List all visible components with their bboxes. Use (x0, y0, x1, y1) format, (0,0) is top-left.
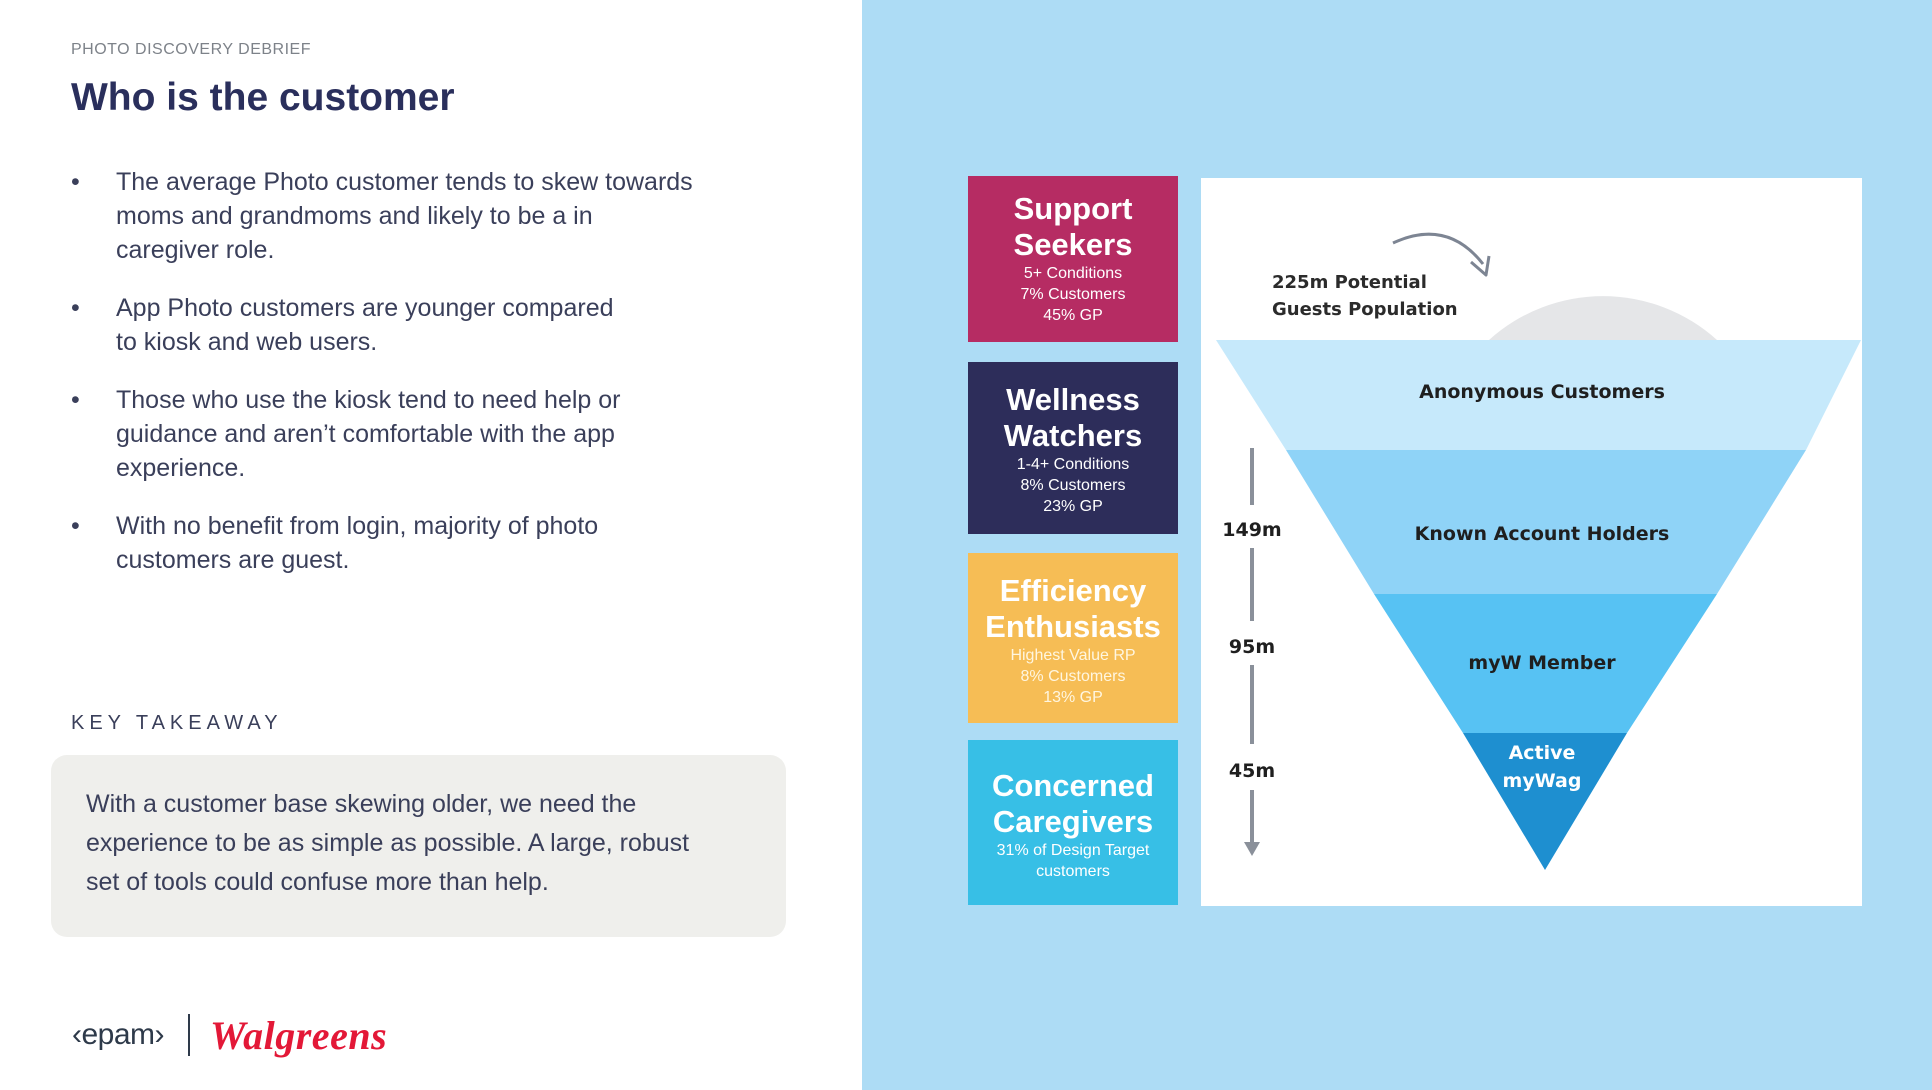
bullet-marker: • (71, 386, 80, 414)
key-takeaway-text: With a customer base skewing older, we n… (86, 785, 746, 902)
key-takeaway-label: KEY TAKEAWAY (71, 712, 283, 734)
segment-title: Concerned (992, 768, 1154, 803)
bullet-line: The average Photo customer tends to skew… (116, 168, 693, 196)
bullet-line: App Photo customers are younger compared (116, 294, 614, 322)
walgreens-logo: Walgreens (210, 1012, 388, 1058)
bullet-line: guidance and aren’t comfortable with the… (116, 420, 615, 448)
potential-label-line: Guests Population (1272, 299, 1458, 320)
segment-detail: 1-4+ Conditions (1016, 456, 1130, 473)
segment-support-seekers: Support Seekers 5+ Conditions 7% Custome… (968, 176, 1178, 342)
logo-row: ‹epam› Walgreens (72, 1012, 388, 1058)
segment-detail: 8% Customers (1020, 477, 1126, 494)
funnel-tier-label: Anonymous Customers (1419, 381, 1665, 403)
size-label: 149m (1222, 519, 1281, 541)
curved-arrow-icon (1392, 232, 1485, 265)
funnel-tier-label: Known Account Holders (1415, 523, 1670, 545)
potential-label-line: 225m Potential (1272, 272, 1427, 293)
key-takeaway-line: With a customer base skewing older, we n… (86, 790, 637, 818)
segment-detail: 45% GP (1043, 307, 1103, 324)
segment-efficiency-enthusiasts: Efficiency Enthusiasts Highest Value RP … (968, 553, 1178, 723)
funnel-tier-myw-member (1374, 594, 1717, 733)
bullet-item: • App Photo customers are younger compar… (71, 291, 771, 359)
bullet-line: caregiver role. (116, 236, 275, 264)
segment-detail: 31% of Design Target (996, 842, 1150, 859)
segment-detail: 5+ Conditions (1023, 265, 1123, 282)
segment-title: Watchers (1003, 418, 1143, 453)
size-label: 95m (1229, 636, 1275, 658)
eyebrow-text: PHOTO DISCOVERY DEBRIEF (71, 41, 311, 58)
segment-wellness-watchers: Wellness Watchers 1-4+ Conditions 8% Cus… (968, 362, 1178, 534)
segment-title: Support (1013, 191, 1133, 226)
segment-detail: 13% GP (1043, 689, 1103, 706)
curved-arrow-head-icon (1470, 255, 1491, 277)
key-takeaway-line: experience to be as simple as possible. … (86, 829, 690, 857)
funnel-tier-known-account-holders (1286, 450, 1806, 594)
funnel-tier-anonymous (1216, 340, 1861, 450)
funnel-tier-label: myWag (1503, 770, 1582, 792)
bullet-line: Those who use the kiosk tend to need hel… (116, 386, 621, 414)
funnel-panel: 225m Potential Guests Population Anonymo… (1201, 178, 1862, 906)
segment-title: Enthusiasts (985, 609, 1161, 644)
segment-title: Efficiency (999, 573, 1147, 608)
down-arrow-icon (1244, 842, 1260, 856)
bullet-marker: • (71, 294, 80, 322)
logo-divider (188, 1014, 191, 1056)
key-takeaway-box: With a customer base skewing older, we n… (51, 755, 786, 937)
epam-logo: ‹epam› (72, 1018, 165, 1051)
segment-concerned-caregivers: Concerned Caregivers 31% of Design Targe… (968, 740, 1178, 905)
population-semicircle (1489, 296, 1717, 340)
bullet-line: customers are guest. (116, 546, 350, 574)
funnel-tier-label: Active (1509, 742, 1576, 764)
bullet-item: • The average Photo customer tends to sk… (71, 165, 771, 267)
left-panel: PHOTO DISCOVERY DEBRIEF Who is the custo… (0, 0, 862, 1090)
bullet-line: to kiosk and web users. (116, 328, 378, 356)
segment-detail: 8% Customers (1020, 668, 1126, 685)
bullet-line: experience. (116, 454, 246, 482)
bullet-item: • Those who use the kiosk tend to need h… (71, 383, 771, 485)
funnel-diagram: 225m Potential Guests Population Anonymo… (1216, 232, 1861, 870)
segment-detail: customers (1036, 863, 1110, 880)
bullet-marker: • (71, 512, 80, 540)
bullet-list: • The average Photo customer tends to sk… (71, 165, 771, 601)
key-takeaway-line: set of tools could confuse more than hel… (86, 868, 549, 896)
bullet-line: With no benefit from login, majority of … (116, 512, 599, 540)
funnel-tier-active-mywag (1463, 733, 1627, 870)
segment-detail: 7% Customers (1020, 286, 1126, 303)
funnel-tier-label: myW Member (1468, 652, 1616, 674)
segment-title: Wellness (1006, 382, 1140, 417)
size-label: 45m (1229, 760, 1275, 782)
segment-detail: Highest Value RP (1010, 647, 1136, 664)
bullet-line: moms and grandmoms and likely to be a in (116, 202, 593, 230)
bullet-marker: • (71, 168, 80, 196)
bullet-item: • With no benefit from login, majority o… (71, 509, 771, 577)
segment-detail: 23% GP (1043, 498, 1103, 515)
segment-title: Seekers (1013, 227, 1133, 262)
page-title: Who is the customer (71, 76, 455, 119)
segment-title: Caregivers (992, 804, 1154, 839)
